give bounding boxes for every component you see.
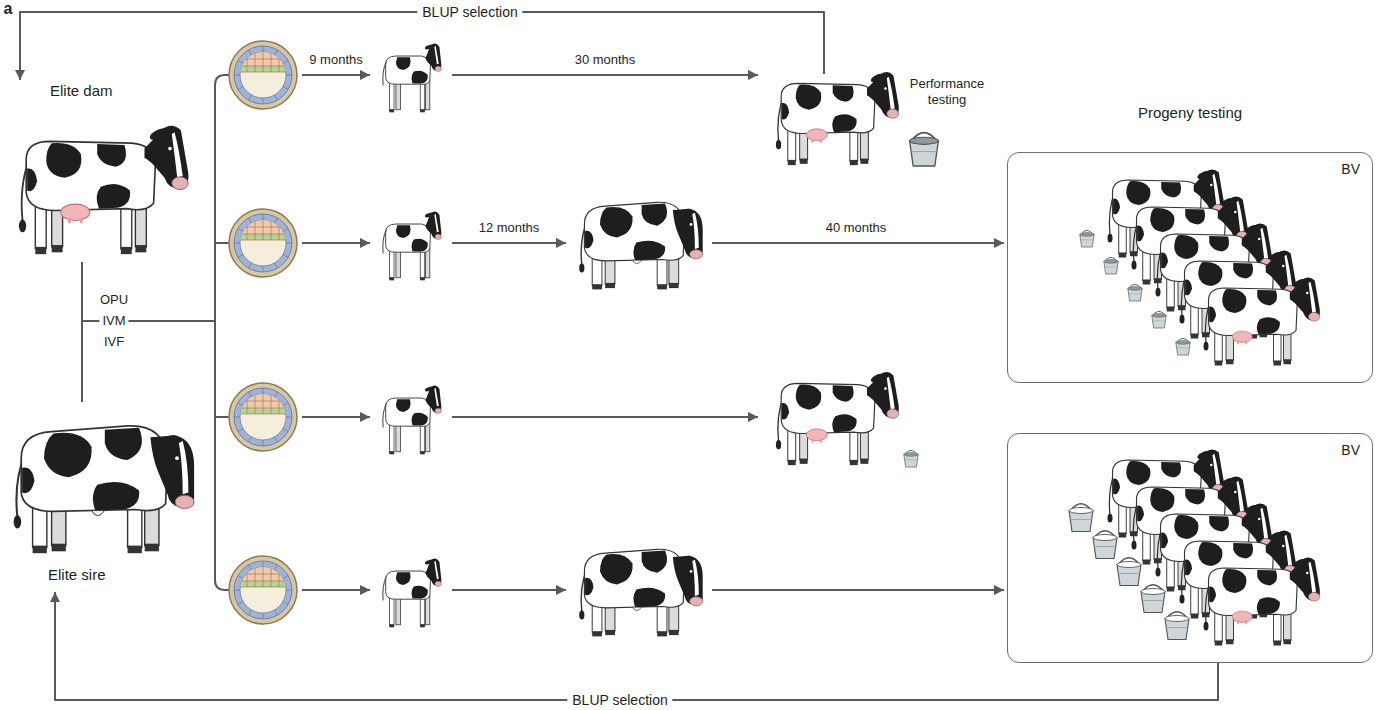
full-milk-bucket (1141, 585, 1165, 613)
node-label: Performance testing (904, 74, 990, 107)
edge-label: BLUP selection (567, 692, 672, 708)
selection-arrow (20, 12, 824, 80)
milk-bucket (904, 450, 918, 467)
heifer-cow (776, 72, 899, 165)
milk-bucket (1152, 311, 1166, 328)
sire-bull (14, 426, 195, 553)
timeline-arrow (452, 416, 758, 418)
calf (383, 386, 442, 455)
full-milk-bucket (1117, 558, 1141, 586)
daughter-cow (1204, 557, 1320, 645)
performance-cow: Performance testing (764, 74, 992, 172)
timeline-arrow (302, 589, 370, 591)
timeline-arrow (302, 242, 370, 244)
timeline-arrow (452, 589, 566, 591)
embryo (229, 41, 297, 109)
bracket-line (215, 416, 229, 418)
daughter-cow (1204, 277, 1320, 365)
sire-figure: Elite sire (6, 400, 196, 592)
bracket-line (215, 242, 229, 244)
milk-bucket (910, 133, 939, 166)
dam-figure: Elite dam (8, 80, 192, 262)
node-label: Elite dam (8, 80, 192, 100)
timeline-arrow (452, 74, 758, 76)
box-outline: BV (1007, 433, 1373, 663)
timeline-arrow (302, 416, 370, 418)
bracket-line (215, 75, 229, 590)
young-bull (579, 202, 703, 289)
time-label: 12 months (476, 220, 543, 236)
milk-bucket (1080, 230, 1094, 247)
selection-arrow (55, 592, 1218, 700)
daughter-herd (1069, 449, 1320, 645)
timeline-arrow (452, 242, 566, 244)
timeline-arrow (712, 242, 1004, 244)
panel-letter: a (1, 1, 16, 17)
timeline-arrows (302, 75, 1004, 590)
progeny-box: BV (1007, 433, 1373, 663)
parent-line (81, 262, 83, 402)
milk-bucket (1104, 257, 1118, 274)
daughter-herd (1080, 169, 1320, 365)
box-outline: BV (1007, 152, 1373, 383)
edge-label: BLUP selection (417, 4, 522, 20)
timeline-arrow (712, 589, 1004, 591)
method-label: IVF (101, 334, 127, 350)
calf (383, 559, 442, 628)
method-label: OPU (97, 292, 131, 308)
milk-bucket (1128, 284, 1142, 301)
node-label: BV (1008, 434, 1372, 459)
milk-bucket (1176, 338, 1190, 355)
full-milk-bucket (1165, 612, 1189, 640)
time-label: 40 months (823, 220, 890, 236)
calf (383, 44, 442, 113)
embryo (229, 209, 297, 277)
calf (383, 212, 442, 281)
embryo (229, 383, 297, 451)
progeny-box: BV Progeny testing (1007, 104, 1373, 383)
method-label: IVM (99, 313, 128, 329)
connector-group (20, 12, 1218, 700)
time-label: 9 months (306, 52, 365, 68)
time-label: 30 months (572, 52, 639, 68)
node-label: BV (1008, 153, 1372, 178)
dam-cow (19, 126, 189, 254)
box-heading: Progeny testing (1007, 104, 1373, 122)
node-label: Elite sire (6, 566, 196, 592)
young-bull (579, 549, 703, 636)
timeline-arrow (302, 74, 370, 76)
full-milk-bucket (1069, 504, 1093, 532)
embryo (229, 556, 297, 624)
full-milk-bucket (1093, 531, 1117, 559)
heifer-cow (776, 372, 899, 465)
